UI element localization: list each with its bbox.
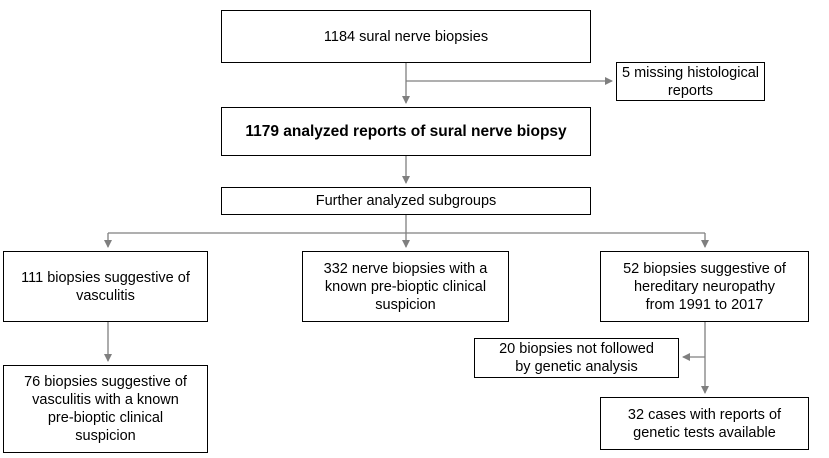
analyzed-reports-label: 1179 analyzed reports of sural nerve bio… (245, 122, 567, 140)
vasculitis-box: 111 biopsies suggestive of vasculitis (3, 251, 208, 322)
known-suspicion-line-1: 332 nerve biopsies with a (323, 260, 488, 277)
not-followed-line-2: by genetic analysis (515, 359, 638, 375)
hereditary-box: 52 biopsies suggestive of hereditary neu… (600, 251, 809, 322)
vasculitis-known-box: 76 biopsies suggestive of vasculitis wit… (3, 365, 208, 453)
vasculitis-known-line-3: pre-bioptic clinical (47, 410, 164, 426)
missing-reports-box: 5 missing histological reports (616, 62, 765, 101)
hereditary-line-1: 52 biopsies suggestive of (623, 260, 786, 277)
vasculitis-known-line-2: vasculitis with a known (32, 392, 179, 408)
not-followed-box: 20 biopsies not followed by genetic anal… (474, 338, 679, 378)
vasculitis-known-line-4: suspicion (75, 428, 136, 444)
vasculitis-line-1: 111 biopsies suggestive of (21, 269, 190, 286)
known-suspicion-line-2: known pre-bioptic clinical (324, 278, 487, 295)
vasculitis-known-line-1: 76 biopsies suggestive of (24, 374, 187, 390)
genetic-cases-line-1: 32 cases with reports of (627, 406, 782, 423)
hereditary-line-3: from 1991 to 2017 (645, 296, 764, 313)
hereditary-line-2: hereditary neuropathy (633, 278, 776, 295)
total-biopsies-label: 1184 sural nerve biopsies (323, 28, 489, 45)
genetic-cases-line-2: genetic tests available (633, 424, 776, 441)
known-suspicion-line-3: suspicion (375, 296, 436, 313)
total-biopsies-box: 1184 sural nerve biopsies (221, 10, 591, 63)
subgroups-label: Further analyzed subgroups (315, 193, 497, 209)
genetic-cases-box: 32 cases with reports of genetic tests a… (600, 397, 809, 450)
missing-reports-line-1: 5 missing histological (621, 64, 759, 81)
not-followed-line-1: 20 biopsies not followed (499, 341, 654, 357)
analyzed-reports-box: 1179 analyzed reports of sural nerve bio… (221, 107, 591, 156)
known-suspicion-box: 332 nerve biopsies with a known pre-biop… (302, 251, 509, 322)
subgroups-box: Further analyzed subgroups (221, 187, 591, 215)
vasculitis-line-2: vasculitis (76, 287, 135, 304)
missing-reports-line-2: reports (667, 82, 714, 99)
